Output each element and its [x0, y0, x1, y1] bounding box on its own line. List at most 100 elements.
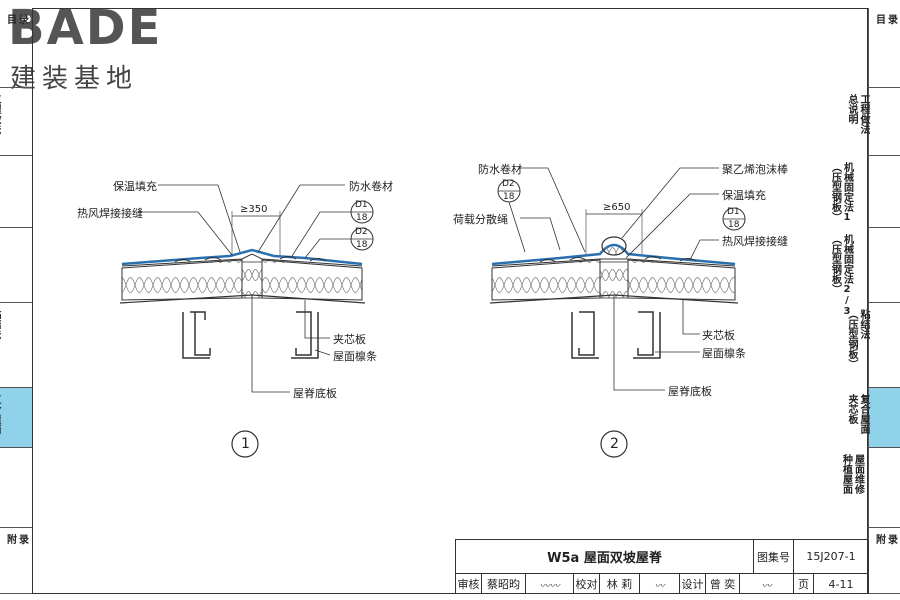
insulation-fill	[599, 261, 629, 299]
brand-subtitle: 建装基地	[10, 64, 139, 94]
right-tab-5[interactable]: （压型钢板）粘结法	[846, 303, 900, 388]
tab-label: 附	[4, 534, 16, 544]
left-tab-3[interactable]: （压型钢板）机械固定法1	[0, 156, 32, 228]
tab-label: 录	[885, 14, 897, 24]
ref-d1-bottom: 18	[728, 220, 740, 230]
atlas-number: 15J207-1	[794, 540, 869, 573]
label-sandwich-panel: 夹芯板	[333, 333, 366, 346]
detail-1-number: 1	[241, 436, 250, 452]
designer-name: 曾 奕	[706, 574, 740, 594]
label-ridge-base-plate: 屋脊底板	[668, 385, 712, 398]
label-foam-rod: 聚乙烯泡沫棒	[722, 163, 788, 176]
brand-logo: BADE	[8, 0, 163, 56]
tab-label: 目	[4, 14, 16, 24]
label-ridge-base-plate: 屋脊底板	[293, 387, 337, 400]
label-insulation-fill: 保温填充	[722, 189, 766, 202]
label-insulation-fill: 保温填充	[113, 180, 157, 193]
tab-label: 屋面维修	[852, 454, 864, 494]
insulation-fill	[241, 261, 263, 299]
tab-label: 录	[885, 534, 897, 544]
tab-label: 夹芯板	[846, 394, 857, 424]
ref-d2-bottom: 18	[503, 192, 515, 202]
title-block: W5a 屋面双坡屋脊 图集号 15J207-1 审核 蔡昭昀 〰〰 校对 林 莉…	[455, 539, 869, 594]
tab-label: 附	[873, 534, 885, 544]
ridge-base-plate	[489, 294, 739, 304]
label-waterproof-membrane: 防水卷材	[349, 180, 393, 193]
detail-2-number: 2	[610, 436, 619, 452]
check-label: 校对	[574, 574, 600, 594]
ref-d1-top: D1	[355, 200, 368, 210]
label-dimension: ≥350	[240, 204, 268, 215]
right-tab-2[interactable]: 总说明工程做法	[846, 88, 900, 156]
label-roof-purlin: 屋面檩条	[333, 350, 377, 363]
tab-label: 机械固定法2/3	[841, 234, 853, 317]
design-label: 设计	[680, 574, 706, 594]
foam-rod	[601, 236, 627, 256]
ref-d2-top: D2	[502, 179, 515, 189]
left-tab-8[interactable]: 附录	[0, 528, 32, 594]
checker-name: 林 莉	[600, 574, 640, 594]
sandwich-panel-left	[491, 259, 601, 301]
purlin-right	[295, 311, 312, 356]
tab-label: 工程做法	[858, 94, 869, 134]
atlas-label: 图集号	[754, 540, 794, 573]
tab-label: （压型钢板）	[829, 234, 841, 294]
right-tab-4[interactable]: （压型钢板）机械固定法2/3	[830, 228, 900, 317]
detail-1-drawing	[119, 184, 374, 458]
label-hot-air-seam: 热风焊接接缝	[77, 207, 143, 220]
tab-label: （压型钢板）	[829, 162, 841, 222]
right-tab-7[interactable]: 种植屋面屋面维修	[841, 448, 900, 528]
left-tab-4[interactable]: （压型钢板）机械固定法2/3	[0, 228, 32, 303]
page-number: 4-11	[814, 574, 869, 594]
ref-d2-bottom: 18	[356, 240, 368, 250]
purlin-right	[637, 311, 654, 356]
right-tab-6[interactable]: 夹芯板复合屋面	[846, 388, 900, 448]
checker-signature: 〰	[640, 574, 680, 594]
label-sandwich-panel: 夹芯板	[702, 329, 735, 342]
right-chapter-tabs: 目录总说明工程做法（压型钢板）机械固定法1（压型钢板）机械固定法2/3（压型钢板…	[830, 8, 900, 594]
label-hot-air-seam: 热风焊接接缝	[722, 235, 788, 248]
left-tab-1[interactable]: 目录	[0, 8, 32, 88]
tab-label: 种植屋面	[840, 454, 852, 494]
detail-2-drawing	[489, 167, 746, 458]
tab-label: 录	[16, 534, 28, 544]
tab-label: 目	[873, 14, 885, 24]
page-label: 页	[794, 574, 814, 594]
ridge-base-plate	[119, 294, 366, 304]
label-waterproof-membrane: 防水卷材	[478, 163, 522, 176]
left-chapter-tabs: 目录总说明工程做法（压型钢板）机械固定法1（压型钢板）机械固定法2/3（压型钢板…	[0, 8, 32, 594]
right-tab-1[interactable]: 目录	[869, 8, 900, 88]
label-roof-purlin: 屋面檩条	[702, 347, 746, 360]
sandwich-panel-right	[261, 259, 363, 301]
ref-d2-top: D2	[355, 227, 368, 237]
right-tab-3[interactable]: （压型钢板）机械固定法1	[830, 156, 900, 228]
reviewer-name: 蔡昭昀	[482, 574, 526, 594]
ref-d1-bottom: 18	[356, 213, 368, 223]
purlin-left	[182, 312, 210, 359]
tab-label: 复合屋面	[858, 394, 869, 434]
tab-label: 总说明	[846, 94, 857, 124]
left-tab-5[interactable]: （压型钢板）粘结法	[0, 303, 32, 388]
review-label: 审核	[456, 574, 482, 594]
ref-d1-top: D1	[727, 207, 740, 217]
tab-label: 机械固定法1	[841, 162, 853, 223]
label-dimension: ≥650	[603, 202, 631, 213]
tab-label: 粘结法	[858, 309, 869, 339]
detail-1-number-circle	[231, 430, 259, 458]
tab-label: （压型钢板）	[846, 309, 857, 369]
sandwich-panel-left	[121, 259, 243, 301]
drawing-frame	[32, 8, 868, 594]
drawing-title: W5a 屋面双坡屋脊	[456, 540, 754, 573]
tab-label: 录	[16, 14, 28, 24]
detail-2-number-circle	[600, 430, 628, 458]
purlin-left	[578, 311, 595, 356]
reviewer-signature: 〰〰	[526, 574, 574, 594]
right-tab-8[interactable]: 附录	[869, 528, 900, 594]
designer-signature: 〰	[740, 574, 794, 594]
sandwich-panel-right	[627, 259, 736, 301]
label-load-rope: 荷载分散绳	[453, 213, 508, 226]
